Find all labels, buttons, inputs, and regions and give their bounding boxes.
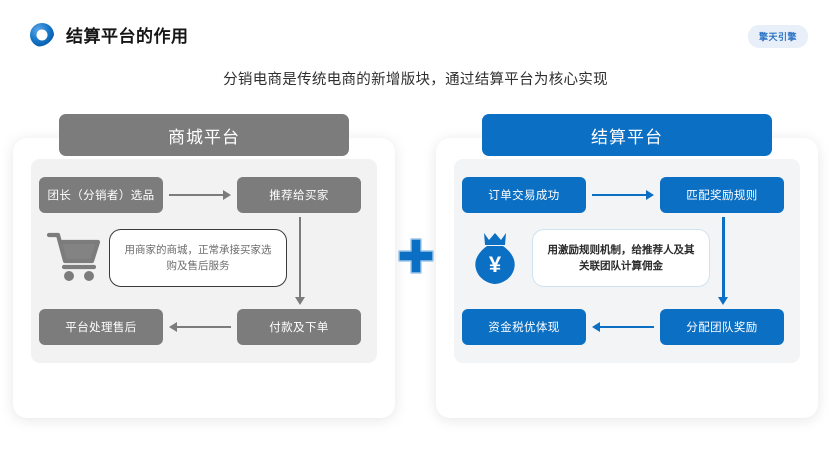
plus-icon bbox=[396, 236, 436, 276]
money-bag-icon: ¥ bbox=[468, 227, 524, 289]
shopping-cart-icon bbox=[45, 227, 101, 289]
node-mall-top-right[interactable]: 推荐给买家 bbox=[237, 177, 361, 213]
arrow-settlement-bottom-left-icon bbox=[592, 322, 654, 332]
node-mall-bottom-left[interactable]: 平台处理售后 bbox=[39, 309, 163, 345]
ring-icon bbox=[30, 22, 54, 47]
panels-container: 商城平台 团长（分销者）选品 推荐给买家 平台处理售后 付款及下单 bbox=[0, 114, 831, 440]
arrow-settlement-vertical-down-icon bbox=[718, 217, 728, 305]
node-settlement-top-left[interactable]: 订单交易成功 bbox=[462, 177, 586, 213]
node-settlement-bottom-right[interactable]: 分配团队奖励 bbox=[660, 309, 784, 345]
page-header: 结算平台的作用 擎天引擎 bbox=[0, 0, 831, 58]
panel-settlement-flow: 订单交易成功 匹配奖励规则 资金税优体现 分配团队奖励 ¥ 用激励规则机制，给推 bbox=[454, 159, 800, 363]
brand-badge: 擎天引擎 bbox=[747, 25, 808, 48]
arrow-mall-top-right-icon bbox=[169, 190, 231, 200]
arrow-mall-vertical-down-icon bbox=[295, 217, 305, 305]
node-settlement-top-right[interactable]: 匹配奖励规则 bbox=[660, 177, 784, 213]
panel-settlement-heading: 结算平台 bbox=[482, 114, 772, 156]
panel-mall-flow: 团长（分销者）选品 推荐给买家 平台处理售后 付款及下单 bbox=[31, 159, 377, 363]
node-mall-bottom-right[interactable]: 付款及下单 bbox=[237, 309, 361, 345]
note-mall: 用商家的商城，正常承接买家选购及售后服务 bbox=[109, 229, 287, 287]
title-group: 结算平台的作用 bbox=[30, 22, 189, 47]
subtitle: 分销电商是传统电商的新增版块，通过结算平台为核心实现 bbox=[223, 72, 608, 88]
panel-mall-heading: 商城平台 bbox=[59, 114, 349, 156]
note-settlement: 用激励规则机制，给推荐人及其关联团队计算佣金 bbox=[532, 229, 710, 287]
svg-text:¥: ¥ bbox=[489, 252, 502, 277]
arrow-mall-bottom-left-icon bbox=[169, 322, 231, 332]
arrow-settlement-top-right-icon bbox=[592, 190, 654, 200]
node-mall-top-left[interactable]: 团长（分销者）选品 bbox=[39, 177, 163, 213]
node-settlement-bottom-left[interactable]: 资金税优体现 bbox=[462, 309, 586, 345]
page-title: 结算平台的作用 bbox=[66, 27, 189, 46]
